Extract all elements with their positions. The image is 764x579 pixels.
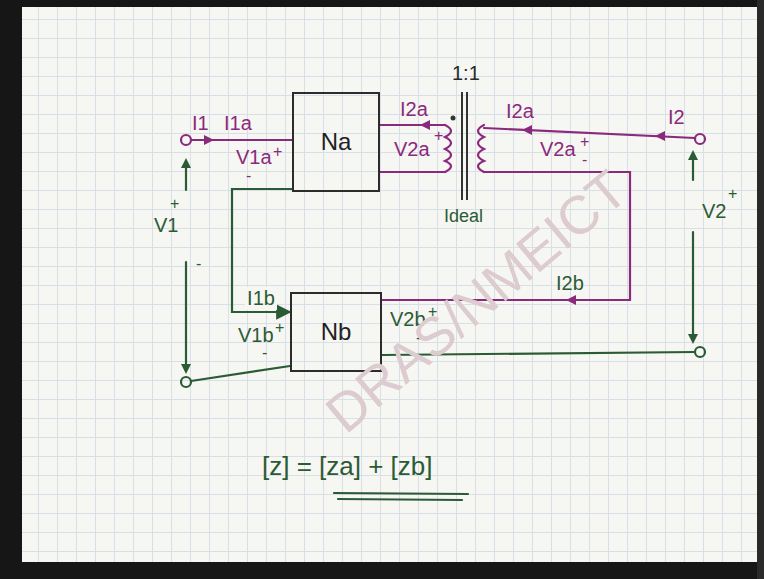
voltage-label: V1a	[236, 146, 272, 169]
formula: [z] = [za] + [zb]	[262, 452, 433, 482]
current-label: I2	[668, 106, 685, 129]
frame-band	[0, 562, 764, 579]
polarity-dot	[451, 116, 456, 121]
wire	[191, 366, 290, 381]
polarity-sign: -	[582, 152, 587, 168]
polarity-sign: +	[273, 144, 282, 160]
voltage-label: V2	[702, 200, 726, 223]
frame-band	[0, 0, 764, 7]
current-label: I2a	[506, 100, 534, 123]
current-arrow	[655, 131, 665, 141]
voltage-arrowhead	[181, 364, 191, 374]
current-label: I1a	[224, 112, 252, 135]
frame-band	[0, 0, 22, 579]
network-name: Nb	[321, 318, 352, 346]
polarity-sign: +	[580, 134, 589, 150]
network-box: Na	[292, 92, 380, 192]
current-label: I1	[192, 112, 209, 135]
terminal	[695, 134, 705, 144]
voltage-label: V2a	[394, 138, 430, 161]
wire	[380, 171, 445, 173]
voltage-label: V1b	[238, 324, 274, 347]
current-label: I2b	[556, 272, 584, 295]
polarity-sign: +	[275, 320, 284, 336]
polarity-sign: -	[262, 345, 267, 361]
network-name: Na	[321, 128, 352, 156]
transformer-coil	[445, 125, 451, 172]
polarity-sign: +	[170, 196, 179, 212]
voltage-label: V2a	[540, 138, 576, 161]
terminal	[695, 347, 705, 357]
transformer-coil	[478, 125, 484, 172]
voltage-arrow	[185, 262, 187, 370]
current-label: I1b	[245, 287, 277, 310]
current-arrow	[522, 125, 532, 135]
turns-ratio: 1:1	[452, 62, 480, 85]
voltage-arrow	[692, 232, 694, 340]
formula-underline	[338, 499, 462, 500]
voltage-arrowhead	[688, 334, 698, 344]
formula-underline	[334, 493, 468, 494]
voltage-label: V1	[154, 214, 178, 237]
polarity-sign: +	[728, 186, 737, 202]
polarity-sign: +	[434, 128, 443, 144]
terminal	[181, 377, 191, 387]
transformer-core	[466, 92, 468, 200]
frame-band	[757, 0, 764, 579]
series-wire	[232, 189, 292, 312]
current-arrow	[420, 120, 430, 130]
voltage-arrowhead	[181, 158, 191, 168]
polarity-sign: -	[246, 168, 251, 184]
voltage-arrowhead	[688, 150, 698, 160]
polarity-sign: -	[196, 256, 201, 272]
transformer-note: Ideal	[444, 206, 483, 227]
wire	[380, 124, 445, 126]
transformer-core	[461, 92, 463, 200]
terminal	[181, 135, 191, 145]
current-label: I2a	[400, 98, 428, 121]
current-arrow	[204, 135, 214, 145]
current-arrow	[566, 295, 576, 305]
